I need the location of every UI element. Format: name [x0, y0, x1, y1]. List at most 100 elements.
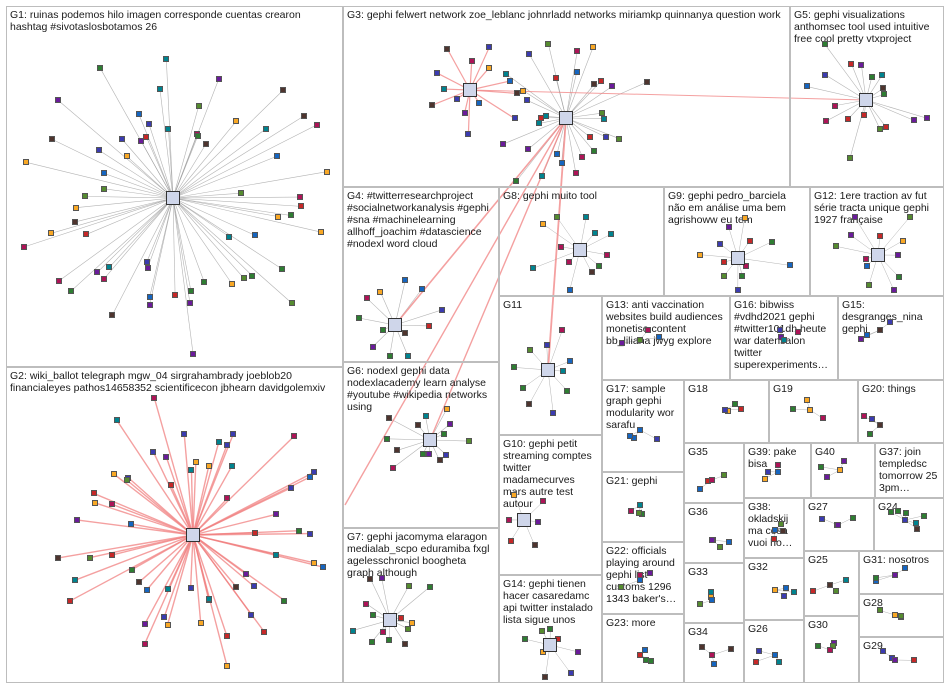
cross-group-edge — [344, 117, 567, 506]
group-label-g37: G37: join templedsc tomorrow 25 3pm… — [879, 446, 938, 494]
g4-node — [380, 326, 387, 333]
group-label-g30: G30 — [808, 619, 828, 631]
g37-node — [894, 508, 901, 515]
group-panel-g33: G33 — [684, 563, 744, 623]
g2-node — [167, 481, 174, 488]
group-label-g9: G9: gephi pedro_barciela não em análise … — [668, 190, 786, 226]
group-panel-g20: G20: things — [858, 380, 944, 443]
group-label-g33: G33 — [688, 566, 708, 578]
g2-node — [164, 586, 171, 593]
g2-edge — [131, 523, 194, 536]
group-panel-g9: G9: gephi pedro_barciela não em análise … — [664, 187, 810, 296]
g31-edge — [876, 574, 896, 579]
g1-node — [20, 244, 27, 251]
g13-node — [618, 340, 625, 347]
g6-node — [389, 464, 396, 471]
g1-node — [249, 272, 256, 279]
g1-node — [323, 168, 330, 175]
g11-edge — [547, 369, 554, 413]
g29-node — [879, 647, 886, 654]
g6-node — [419, 451, 426, 458]
group-panel-g29: G29 — [859, 637, 944, 683]
g3-edge — [565, 72, 577, 119]
g3-edge — [522, 90, 567, 119]
g3b-node — [507, 77, 514, 84]
g12-node — [851, 214, 858, 220]
group-label-g2: G2: wiki_ballot telegraph mgw_04 sirgrah… — [10, 370, 326, 394]
g2-node — [54, 555, 61, 562]
g1-node — [288, 300, 295, 307]
g2-node — [110, 470, 117, 477]
g2-node — [311, 559, 318, 566]
g1-node — [146, 294, 153, 301]
g7-node — [378, 574, 385, 581]
group-panel-g4: G4: #twitterresearchproject #socialnetwo… — [343, 187, 499, 362]
g33-node — [696, 601, 703, 608]
g13-edge — [621, 339, 641, 344]
g2-node — [163, 453, 170, 460]
g5-node — [846, 155, 853, 162]
g5-node — [821, 41, 828, 48]
g3-node — [616, 135, 623, 142]
g1-node — [146, 301, 153, 308]
g7-node — [368, 639, 375, 646]
g1-edge — [112, 197, 174, 315]
g5-node — [910, 117, 917, 124]
g2-edge — [57, 534, 194, 559]
g1-edge — [75, 197, 174, 208]
g1-node — [56, 277, 63, 284]
g14-node — [567, 669, 574, 676]
group-panel-g27: G27 — [804, 498, 874, 551]
g1-edge — [146, 197, 174, 263]
group-label-g7: G7: gephi jacomyma elaragon medialab_scp… — [347, 531, 490, 579]
g7-node — [397, 614, 404, 621]
g10-node — [511, 492, 518, 499]
g29-node — [911, 657, 918, 664]
g2-node — [233, 583, 240, 590]
group-label-g5: G5: gephi visualizations anthomsec tool … — [794, 9, 930, 45]
g1-edge — [121, 139, 174, 199]
g6-node — [465, 438, 472, 445]
group-label-g18: G18 — [688, 383, 708, 395]
group-panel-g7: G7: gephi jacomyma elaragon medialab_scp… — [343, 528, 499, 683]
g2-edge — [163, 534, 194, 618]
g1-edge — [172, 197, 255, 236]
g3-edge — [505, 73, 567, 119]
g2-edge — [192, 534, 255, 588]
g3-node — [499, 141, 506, 148]
g37-node — [888, 509, 895, 516]
g12-node — [895, 273, 902, 280]
g7-node — [386, 636, 393, 643]
g3-node — [543, 113, 550, 120]
group-panel-g39: G39: pake bisa — [744, 443, 811, 498]
g1-edge — [159, 88, 174, 199]
g1-edge — [148, 124, 174, 199]
g1-edge — [149, 197, 174, 298]
g1-edge — [126, 156, 174, 199]
g3-edge — [565, 50, 578, 119]
g5-node — [868, 73, 875, 80]
g1-edge — [172, 192, 241, 199]
group-panel-g34: G34 — [684, 623, 744, 683]
g7-node — [409, 619, 416, 626]
g8-hub-node — [573, 243, 587, 257]
g3b-node — [429, 102, 436, 109]
g12-node — [864, 262, 871, 269]
g3-node — [513, 178, 520, 184]
g12-hub-node — [871, 248, 885, 262]
g2-node — [151, 394, 158, 401]
g6-node — [447, 421, 454, 427]
g3-node — [553, 75, 559, 82]
g4-edge — [394, 279, 406, 326]
group-panel-g28: G28 — [859, 594, 944, 637]
g1-edge — [172, 196, 300, 199]
g7-node — [405, 625, 412, 632]
g1-node — [313, 121, 320, 128]
group-label-g4: G4: #twitterresearchproject #socialnetwo… — [347, 190, 489, 250]
group-label-g40: G40 — [815, 446, 835, 458]
g1-edge — [172, 135, 199, 199]
g3-node — [574, 47, 581, 54]
g3b-edge — [469, 47, 490, 91]
g1-edge — [104, 188, 174, 199]
g1-node — [301, 112, 308, 119]
